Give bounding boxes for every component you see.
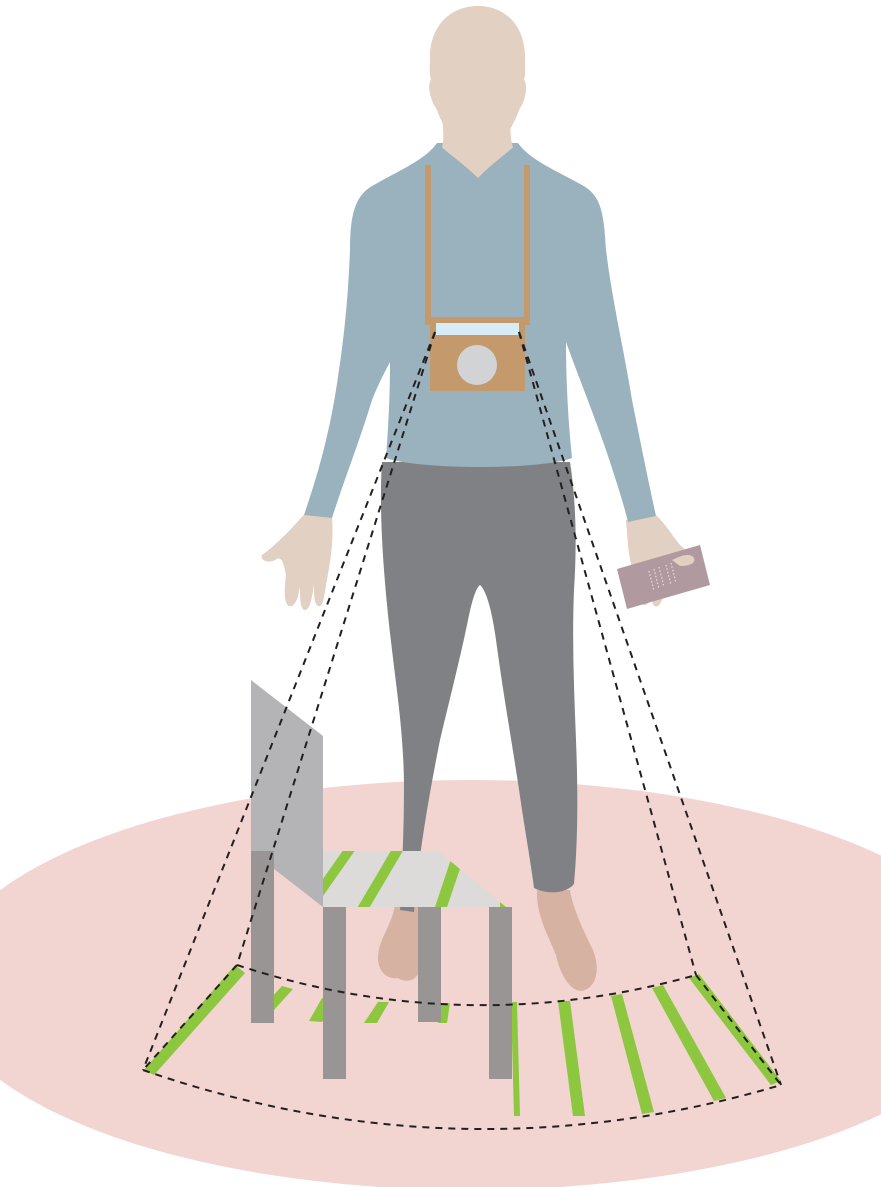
chair-leg-back-left (251, 851, 274, 1023)
camera-strap-left (425, 165, 431, 325)
chair-leg-back-right (418, 907, 441, 1022)
camera-screen (436, 323, 519, 335)
chair-leg-front-right (489, 907, 512, 1079)
left-hand (262, 514, 333, 610)
camera-lens (457, 345, 497, 385)
head (429, 6, 526, 146)
camera-strap-right (524, 165, 530, 325)
